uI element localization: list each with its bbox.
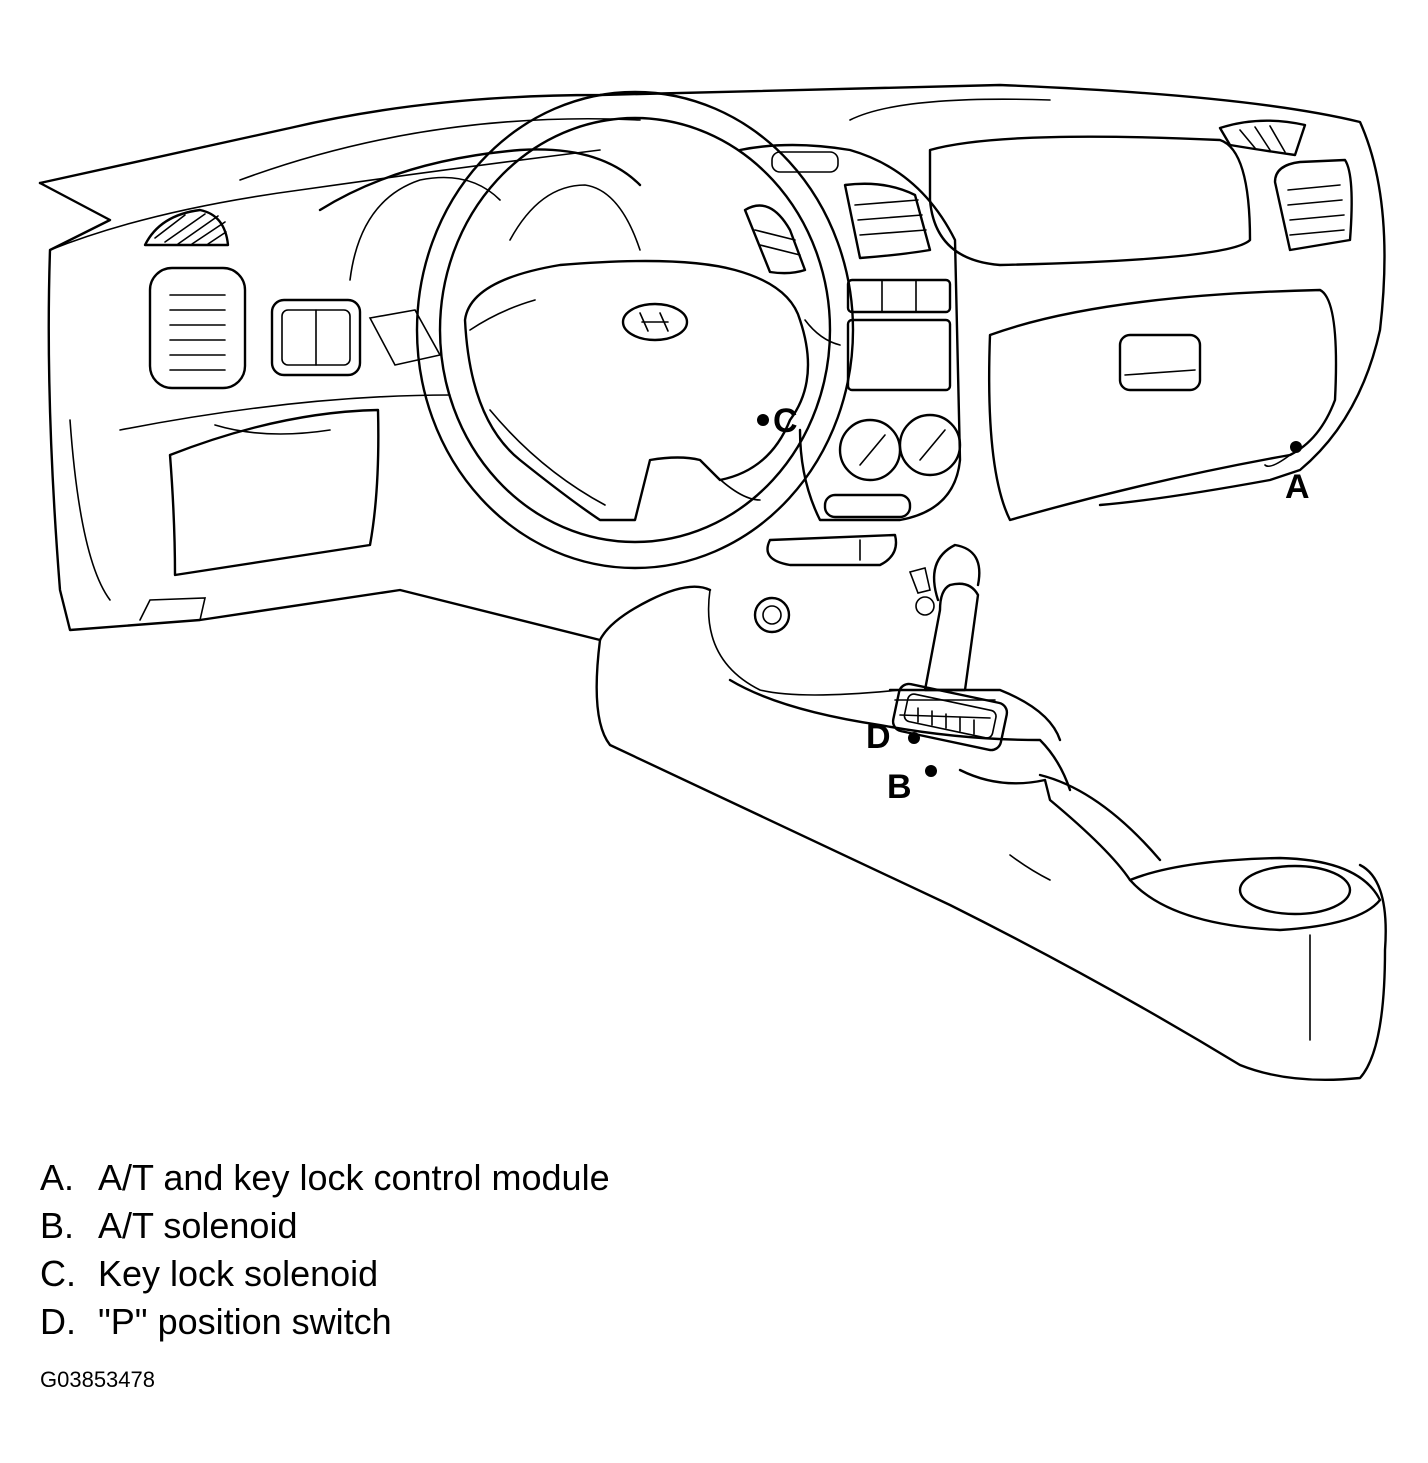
legend-text: Key lock solenoid	[98, 1253, 379, 1294]
legend-item-d: D. "P" position switch	[40, 1298, 610, 1346]
legend-letter: D.	[40, 1301, 76, 1342]
legend-item-c: C. Key lock solenoid	[40, 1250, 610, 1298]
callout-dot-a	[1290, 441, 1302, 453]
callout-markers: A C D B	[757, 402, 1310, 806]
legend-letter: A.	[40, 1157, 75, 1198]
legend-text: A/T and key lock control module	[98, 1157, 610, 1198]
callout-dot-c	[757, 414, 769, 426]
callout-label-d: D	[866, 718, 891, 756]
callout-label-b: B	[887, 768, 912, 806]
steering-wheel	[415, 90, 855, 570]
figure-id: G03853478	[40, 1367, 155, 1392]
callout-dot-b	[925, 765, 937, 777]
dashboard-outline	[38, 83, 1386, 642]
callout-label-c: C	[773, 402, 798, 440]
callout-label-a: A	[1285, 468, 1310, 506]
center-console	[595, 543, 1387, 1082]
legend-item-a: A. A/T and key lock control module	[40, 1154, 610, 1202]
legend-text: A/T solenoid	[98, 1205, 298, 1246]
legend-text: "P" position switch	[98, 1301, 392, 1342]
dashboard-line-drawing: A C D B	[38, 83, 1387, 1082]
legend-letter: C.	[40, 1253, 76, 1294]
callout-dot-d	[908, 732, 920, 744]
legend-letter: B.	[40, 1205, 75, 1246]
legend-item-b: B. A/T solenoid	[40, 1202, 610, 1250]
legend: A. A/T and key lock control module B. A/…	[40, 1154, 610, 1346]
